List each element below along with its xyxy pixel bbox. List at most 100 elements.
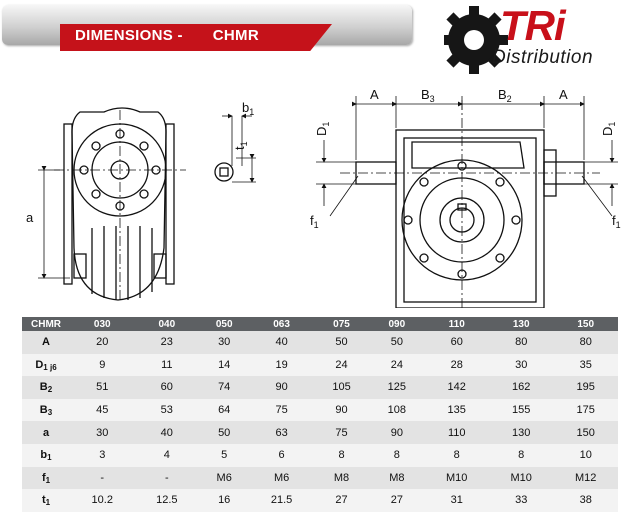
row-label-sub: 1 <box>47 453 52 463</box>
row-label: t1 <box>22 489 70 512</box>
table-cell: 5 <box>199 443 250 467</box>
table-cell: 27 <box>313 489 370 512</box>
table-cell: 14 <box>199 353 250 377</box>
table-cell: 8 <box>488 443 554 467</box>
table-cell: 63 <box>249 421 314 444</box>
label-D1-left: D1 <box>314 122 331 136</box>
table-cell: M6 <box>249 466 314 490</box>
label-t1: t1 <box>232 141 249 150</box>
table-cell: 4 <box>134 443 200 467</box>
table-cell: 45 <box>70 398 135 422</box>
table-cell: 40 <box>134 421 200 444</box>
front-view-body <box>395 129 545 308</box>
table-cell: 75 <box>313 421 370 444</box>
row-label-main: a <box>42 426 50 439</box>
row-label-sub: 3 <box>47 408 53 418</box>
table-cell: 8 <box>313 443 370 467</box>
table-cell: 64 <box>199 398 250 422</box>
table-cell: 12.5 <box>134 489 200 512</box>
table-header-size: 090 <box>369 317 425 331</box>
row-label-sub: 1 j6 <box>43 362 57 372</box>
row-label-sub: 1 <box>45 475 51 485</box>
table-cell: 90 <box>369 421 425 444</box>
label-D1-right: D1 <box>600 122 617 136</box>
table-cell: 31 <box>424 489 489 512</box>
table-cell: 40 <box>249 331 314 354</box>
table-cell: 75 <box>249 398 314 422</box>
table-cell: 9 <box>70 353 135 377</box>
table-cell: 80 <box>488 331 554 354</box>
row-label-sub: 2 <box>47 385 53 395</box>
table-header-size: 110 <box>424 317 489 331</box>
table-cell: 28 <box>424 353 489 377</box>
table-cell: 110 <box>424 421 489 444</box>
row-label: D1 j6 <box>22 353 70 377</box>
table-cell: 33 <box>488 489 554 512</box>
table-header-size: 150 <box>553 317 618 331</box>
row-label: B2 <box>22 376 70 399</box>
table-cell: M6 <box>199 466 250 490</box>
table-cell: 50 <box>369 331 425 354</box>
table-cell: M12 <box>553 466 618 490</box>
row-label-main: t <box>41 494 46 507</box>
table-cell: 130 <box>488 421 554 444</box>
row-label-main: f <box>41 471 46 484</box>
table-cell: 30 <box>70 421 135 444</box>
table-cell: 74 <box>199 376 250 399</box>
table-cell: 35 <box>553 353 618 377</box>
label-B2: B2 <box>498 87 512 104</box>
table-cell: 195 <box>553 376 618 399</box>
table-header-size: 050 <box>199 317 250 331</box>
brand-logo-text: TRi <box>500 2 566 49</box>
gear-logo-icon <box>444 6 508 74</box>
table-cell: M8 <box>369 466 425 490</box>
header-red-plate <box>60 24 332 51</box>
table-cell: 30 <box>199 331 250 354</box>
table-cell: 90 <box>249 376 314 399</box>
row-label: B3 <box>22 398 70 422</box>
table-cell: 24 <box>313 353 370 377</box>
header-banner: DIMENSIONS -CHMR <box>2 5 412 51</box>
label-f1-right: f1 <box>612 213 621 230</box>
table-cell: 19 <box>249 353 314 377</box>
page-title: DIMENSIONS -CHMR <box>75 27 259 44</box>
table-cell: 50 <box>199 421 250 444</box>
table-cell: 8 <box>369 443 425 467</box>
table-cell: 155 <box>488 398 554 422</box>
title-left: DIMENSIONS - <box>75 27 183 44</box>
table-cell: 10.2 <box>70 489 135 512</box>
label-a: a <box>26 210 34 225</box>
table-cell: M10 <box>424 466 489 490</box>
table-cell: 16 <box>199 489 250 512</box>
brand-subtitle: Distribution <box>492 47 594 68</box>
label-f1-left: f1 <box>310 213 319 230</box>
label-B3: B3 <box>421 87 435 104</box>
table-cell: 3 <box>70 443 135 467</box>
table-cell: 135 <box>424 398 489 422</box>
table-cell: 105 <box>313 376 370 399</box>
table-cell: 11 <box>134 353 200 377</box>
row-label-main: D <box>35 358 44 371</box>
table-cell: 90 <box>313 398 370 422</box>
table-cell: 6 <box>249 443 314 467</box>
table-cell: 60 <box>134 376 200 399</box>
table-header-size: 075 <box>313 317 370 331</box>
table-cell: M8 <box>313 466 370 490</box>
table-cell: 108 <box>369 398 425 422</box>
label-A-left: A <box>370 87 379 102</box>
row-label-main: A <box>42 336 50 349</box>
table-cell: 142 <box>424 376 489 399</box>
table-header-size: 063 <box>249 317 314 331</box>
table-cell: M10 <box>488 466 554 490</box>
table-header-size: 030 <box>70 317 135 331</box>
row-label-main: b <box>40 449 48 462</box>
table-cell: 20 <box>70 331 135 354</box>
